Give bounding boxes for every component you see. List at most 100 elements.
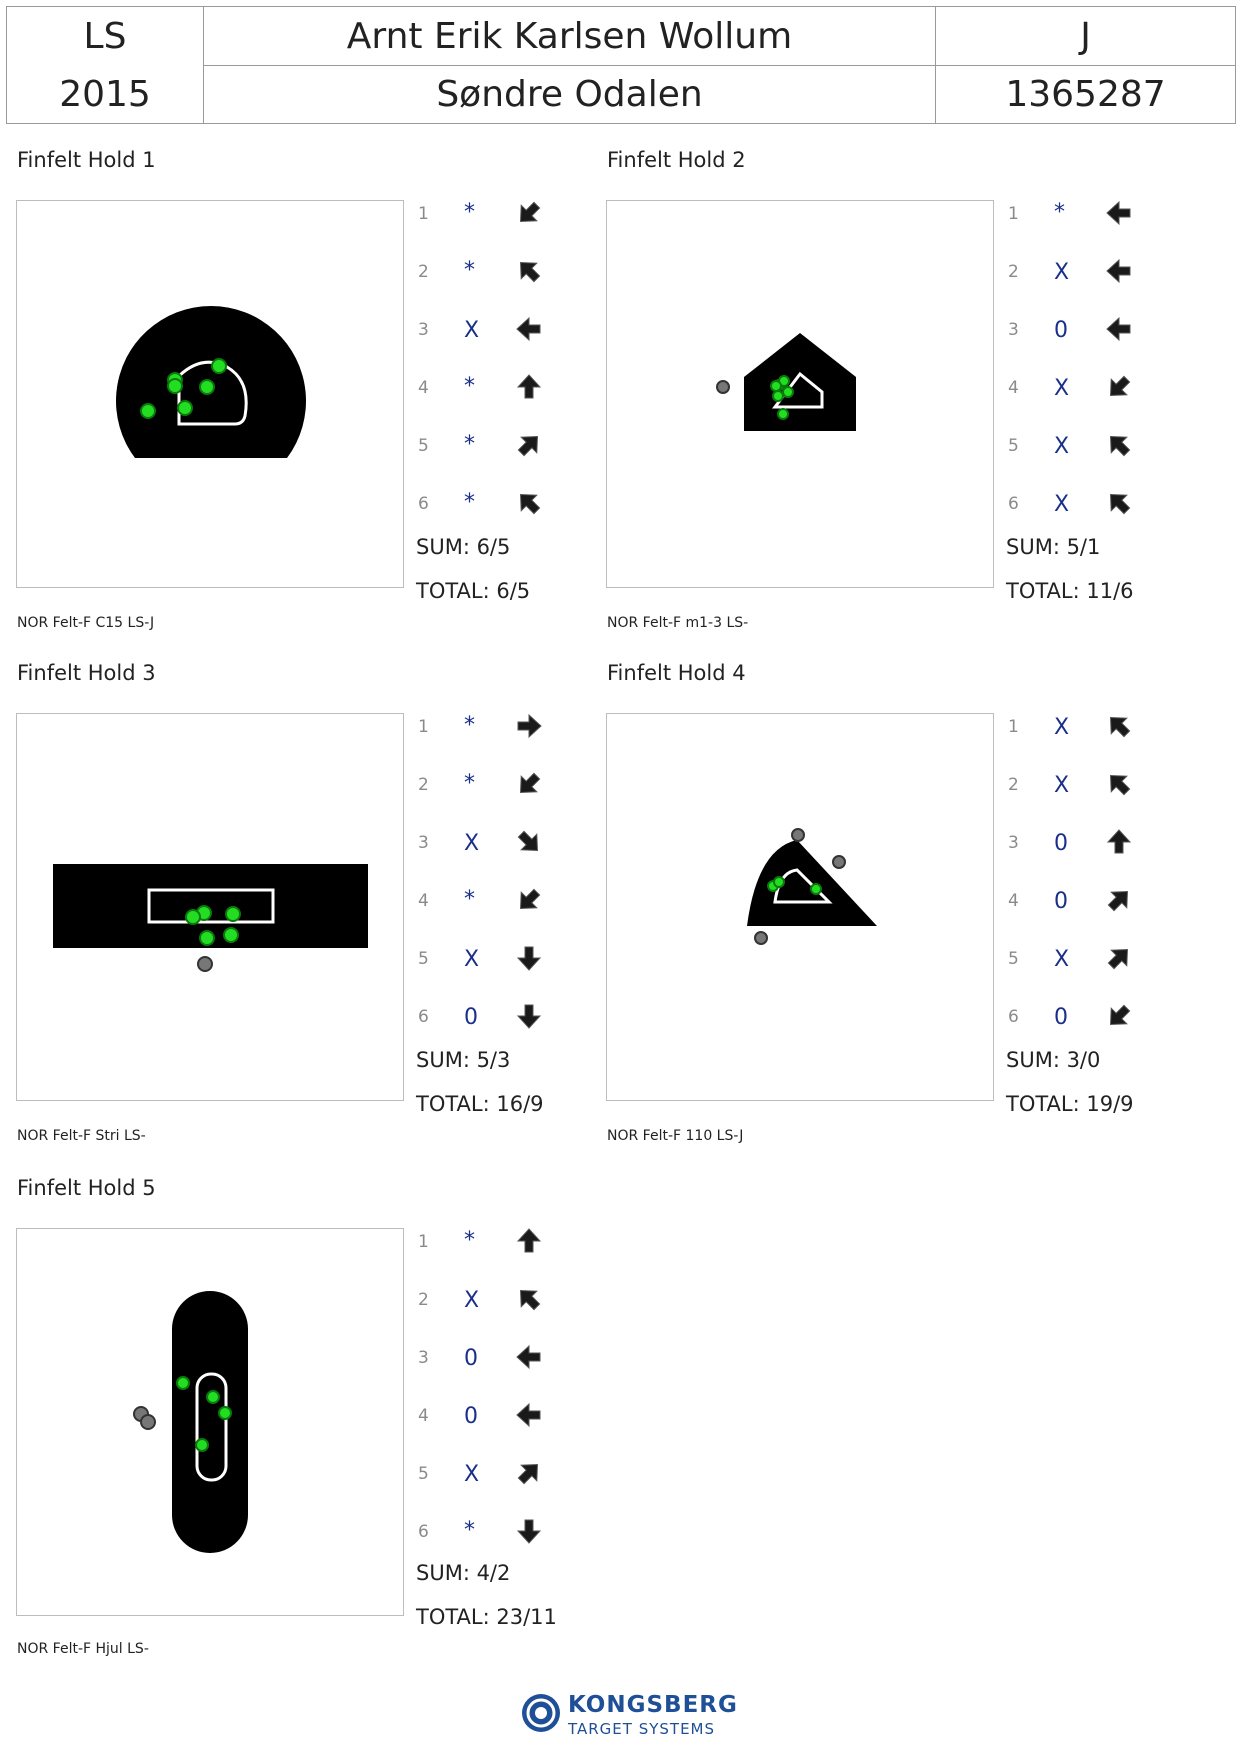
sum-label: SUM: 5/3 [416,1048,511,1072]
hit-marker [185,909,201,925]
target-type-label: NOR Felt-F Hjul LS- [17,1641,149,1657]
direction-arrow-icon [519,1289,541,1311]
direction-arrow-icon [517,435,539,457]
target-centre-zone [773,868,833,904]
target-silhouette [744,333,856,431]
shot-number: 4 [418,1406,429,1426]
target-panel [16,713,404,1101]
direction-arrow-icon [1109,716,1131,738]
target-panel [16,1228,404,1616]
direction-arrow-icon [517,713,542,739]
header-divider [204,65,1236,66]
shot-number: 5 [1008,949,1019,969]
shot-row: 4* [418,374,558,414]
target-image [116,306,306,458]
shot-number: 2 [1008,775,1019,795]
shot-score: 0 [464,1346,478,1371]
sum-label: SUM: 3/0 [1006,1048,1101,1072]
hit-marker [772,390,784,402]
direction-arrow-icon [1106,200,1131,226]
header-table: LS 2015 Arnt Erik Karlsen Wollum Søndre … [6,6,1236,124]
kongsberg-logo: KONGSBERG TARGET SYSTEMS [520,1690,737,1740]
direction-arrow-icon [516,1344,541,1370]
direction-arrow-icon [1109,1004,1131,1026]
sum-label: SUM: 4/2 [416,1561,511,1585]
shot-number: 1 [1008,717,1019,737]
shot-score: X [464,947,480,972]
shot-score: * [464,200,475,225]
target-panel [606,200,994,588]
total-label: TOTAL: 19/9 [1006,1092,1134,1116]
direction-arrow-icon [1106,316,1131,342]
shot-score: * [464,490,475,515]
miss-marker [754,931,768,945]
shot-score: 0 [1054,831,1068,856]
shot-score: X [464,1288,480,1313]
hit-marker [225,906,241,922]
shot-number: 5 [418,949,429,969]
direction-arrow-icon [519,261,541,283]
shot-score: X [1054,947,1070,972]
hit-marker [199,379,215,395]
target-image [716,333,856,431]
target-type-label: NOR Felt-F C15 LS-J [17,615,155,631]
direction-arrow-icon [1109,493,1131,515]
shot-number: 6 [1008,494,1019,514]
shot-score: 0 [464,1005,478,1030]
hit-marker [206,1390,220,1404]
miss-marker [140,1414,156,1430]
hit-marker [177,400,193,416]
shooter-name: Arnt Erik Karlsen Wollum [346,15,793,57]
shot-number: 4 [1008,378,1019,398]
direction-arrow-icon [1107,890,1129,912]
direction-arrow-icon [1109,435,1131,457]
shot-score: X [1054,715,1070,740]
shot-score: * [464,1228,475,1253]
total-label: TOTAL: 6/5 [416,579,531,603]
direction-arrow-icon [1106,258,1131,284]
miss-marker [791,828,805,842]
direction-arrow-icon [516,1519,542,1544]
direction-arrow-icon [519,493,541,515]
shot-number: 2 [418,775,429,795]
shot-number: 1 [418,717,429,737]
hold-title: Finfelt Hold 2 [607,148,746,172]
direction-arrow-icon [516,1228,542,1253]
target-centre-zone [771,371,824,409]
hit-marker [199,930,215,946]
shot-score: * [464,887,475,912]
shot-row: 6* [418,490,558,530]
target-image [133,1291,248,1553]
total-label: TOTAL: 16/9 [416,1092,544,1116]
direction-arrow-icon [1109,375,1131,397]
shot-number: 3 [418,833,429,853]
sum-label: SUM: 5/1 [1006,535,1101,559]
header-divider [203,7,204,123]
shot-row: 1* [1008,200,1148,240]
hit-marker [810,883,822,895]
shot-score: 0 [1054,889,1068,914]
total-label: TOTAL: 23/11 [416,1605,557,1629]
target-type-label: NOR Felt-F Stri LS- [17,1128,146,1144]
logo-wordmark: KONGSBERG [568,1692,738,1718]
shot-score: * [464,374,475,399]
direction-arrow-icon [516,374,542,399]
kongsberg-emblem-icon [522,1694,560,1732]
direction-arrow-icon [1109,774,1131,796]
target-panel [16,200,404,588]
hit-marker [140,403,156,419]
target-panel [606,713,994,1101]
target-silhouette [172,1291,248,1553]
target-type-label: NOR Felt-F m1-3 LS- [607,615,749,631]
hit-marker [176,1376,190,1390]
direction-arrow-icon [519,888,541,910]
shot-score: X [1054,376,1070,401]
shot-score: X [464,1462,480,1487]
target-image [53,864,368,972]
hit-marker [195,1438,209,1452]
